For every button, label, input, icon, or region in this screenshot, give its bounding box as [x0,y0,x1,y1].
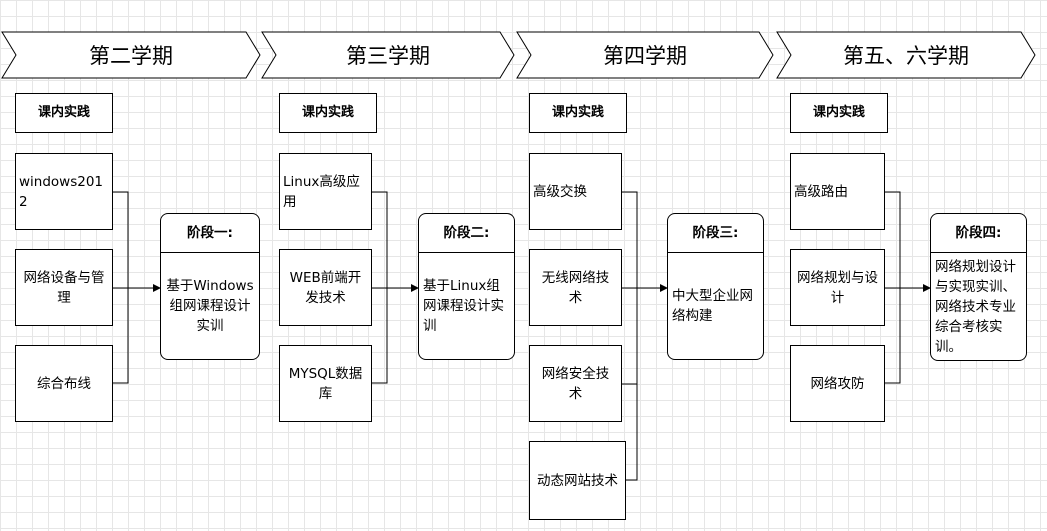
course-box: 动态网站技术 [529,441,626,520]
course-box: 无线网络技术 [529,249,622,326]
stage-title: 阶段一: [161,214,259,253]
course-box: 综合布线 [15,345,113,422]
course-box: 网络设备与管理 [15,249,113,326]
course-box: WEB前端开发技术 [279,249,372,326]
stage-description: 中大型企业网络构建 [672,288,753,324]
practice-header: 课内实践 [15,93,113,133]
stage-box: 阶段二: 基于Linux组网课程设计实训 [418,213,515,360]
semester-2-chevron [261,31,515,79]
semester-4-label: 第五、六学期 [843,44,969,68]
stage-title: 阶段二: [419,214,514,253]
stage-box: 阶段一: 基于Windows组网课程设计实训 [160,213,260,360]
stage-description: 网络规划设计与实现实训、网络技术专业综合考核实训。 [935,258,1016,355]
stage-description: 基于Windows组网课程设计实训 [166,278,254,334]
stage-title: 阶段四: [931,214,1026,253]
course-box: windows2012 [15,153,113,230]
semester-3-chevron [516,31,774,79]
semester-3-label: 第四学期 [603,44,687,68]
semester-4-chevron [776,31,1036,79]
course-box: Linux高级应用 [279,153,372,230]
practice-header: 课内实践 [790,93,888,133]
course-box: 网络攻防 [790,345,885,422]
practice-header: 课内实践 [279,93,377,133]
course-box: 网络规划与设计 [790,249,885,326]
practice-header: 课内实践 [529,93,627,133]
semester-1-chevron [1,31,261,79]
stage-title: 阶段三: [668,214,763,253]
course-box: 高级路由 [790,153,885,230]
course-box: MYSQL数据库 [279,345,372,422]
course-box: 高级交换 [529,153,622,230]
stage-box: 阶段三: 中大型企业网络构建 [667,213,764,360]
stage-description: 基于Linux组网课程设计实训 [423,278,504,334]
semester-1-label: 第二学期 [89,44,173,68]
stage-box: 阶段四: 网络规划设计与实现实训、网络技术专业综合考核实训。 [930,213,1027,361]
semester-2-label: 第三学期 [346,44,430,68]
course-box: 网络安全技术 [529,345,622,422]
